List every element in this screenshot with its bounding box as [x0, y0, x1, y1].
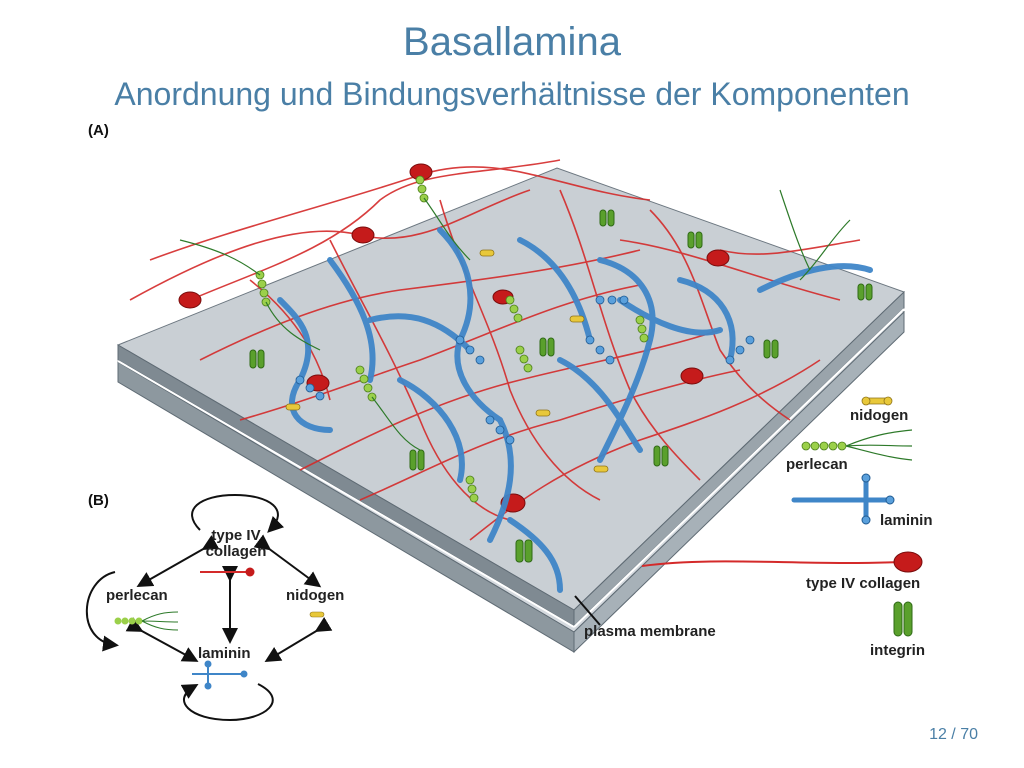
- panel-b-label: (B): [88, 492, 109, 509]
- integrin-mark: [653, 445, 669, 467]
- integrin-mark: [515, 539, 533, 563]
- laminin-beads: [295, 295, 755, 445]
- plasma-membrane-slab: [116, 167, 905, 654]
- panel-b-diagram: [85, 493, 333, 722]
- integrin-mark: [539, 337, 555, 357]
- laminin-self-arrow: [180, 683, 274, 722]
- collagen-self-arrow: [191, 493, 285, 533]
- legend-collagen-label: type IV collagen: [806, 575, 921, 592]
- perlecan-laminin-arrow: [125, 617, 199, 662]
- page-number: 12 / 70: [929, 726, 978, 743]
- b-collagen-head: [245, 567, 255, 577]
- b-node-nidogen: nidogen: [286, 587, 345, 604]
- b-perlecan-icon: [114, 611, 179, 631]
- collagen-head: [351, 226, 375, 244]
- perlecan-self-arrow: [85, 571, 119, 652]
- panel-b-icons: [114, 567, 325, 690]
- legend-laminin-label: laminin: [880, 512, 933, 529]
- legend-perlecan-label: perlecan: [786, 456, 848, 473]
- legend-perlecan-icon: [801, 429, 913, 461]
- integrin-mark: [687, 231, 703, 249]
- legend-integrin-icon: [893, 601, 913, 637]
- slide-subtitle: Anordnung und Bindungsverhältnisse der K…: [114, 76, 910, 112]
- integrin-mark: [249, 349, 265, 369]
- plasma-membrane-label: plasma membrane: [584, 623, 716, 640]
- nidogen-marks: [285, 249, 609, 473]
- legend-collagen-icon: [641, 551, 923, 573]
- collagen-head: [178, 291, 202, 309]
- collagen-nidogen-arrow: [253, 534, 322, 588]
- b-node-collagen: type IV collagen: [196, 528, 276, 560]
- integrin-mark: [763, 339, 779, 359]
- membrane-pointer: [574, 595, 601, 626]
- slide-title: Basallamina: [403, 20, 621, 64]
- b-node-laminin: laminin: [198, 645, 251, 662]
- perlecan-tails: [179, 189, 851, 451]
- collagen-head: [680, 367, 704, 385]
- legend-nidogen-icon: [861, 396, 893, 406]
- b-nidogen-icon: [309, 611, 325, 618]
- b-laminin-icon: [192, 660, 248, 690]
- integrin-mark: [409, 449, 425, 471]
- integrin-mark: [599, 209, 615, 227]
- b-node-collagen-text: type IV collagen: [205, 527, 267, 560]
- integrin-group: [249, 209, 873, 563]
- b-node-perlecan: perlecan: [106, 587, 168, 604]
- panel-a-label: (A): [88, 122, 109, 139]
- legend-laminin-icon: [791, 473, 895, 525]
- collagen-head: [706, 249, 730, 267]
- laminin-network: [277, 227, 873, 593]
- nidogen-laminin-arrow: [264, 616, 333, 663]
- legend-nidogen-label: nidogen: [850, 407, 909, 424]
- collagen-heads: [178, 163, 730, 513]
- integrin-mark: [857, 283, 873, 301]
- legend-integrin-label: integrin: [870, 642, 925, 659]
- collagen-perlecan-arrow: [136, 535, 220, 587]
